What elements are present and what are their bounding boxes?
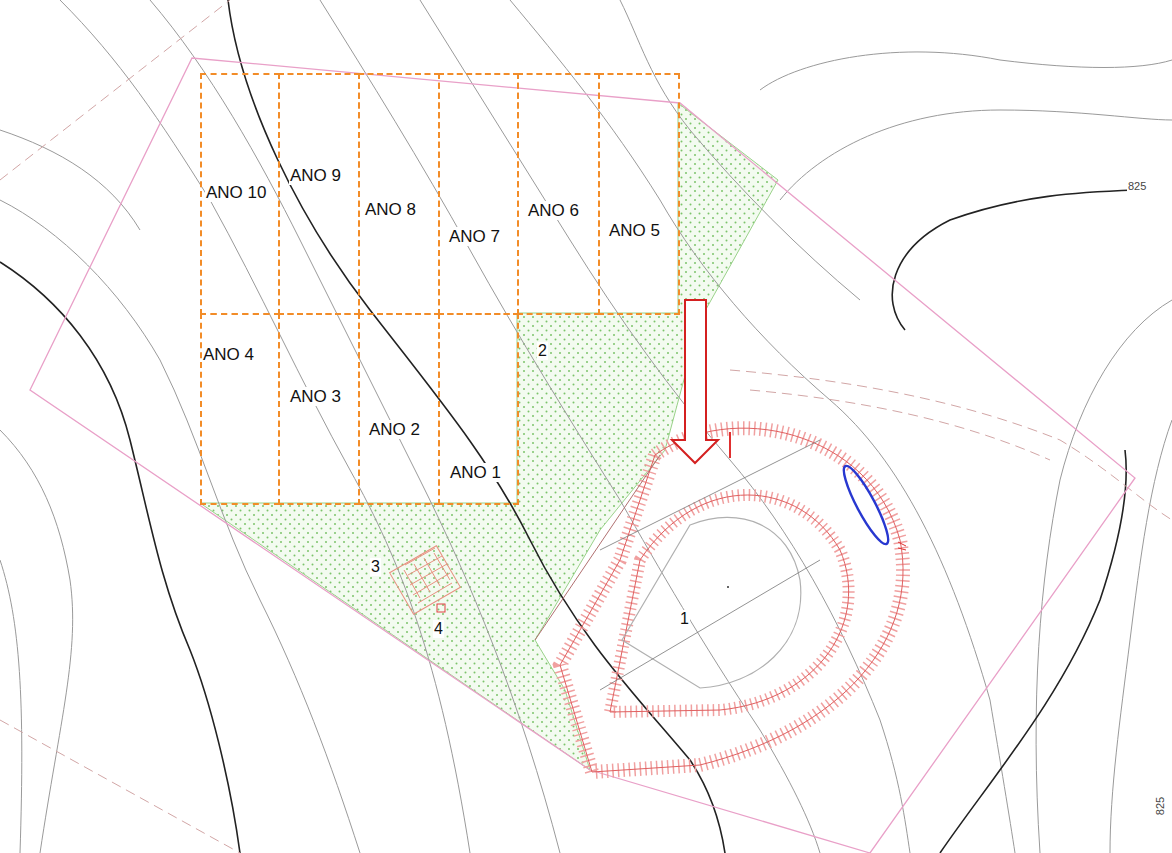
phase-label: ANO 3 — [289, 387, 342, 406]
phase-cell: ANO 10 — [200, 73, 280, 315]
phase-label: ANO 10 — [205, 183, 267, 202]
phase-cell: ANO 3 — [278, 313, 360, 505]
phase-cell: ANO 1 — [438, 313, 519, 505]
callout-number: 1 — [679, 610, 690, 628]
phase-cell: ANO 8 — [358, 73, 440, 315]
phase-label: ANO 1 — [449, 463, 502, 482]
phase-label: ANO 5 — [608, 221, 661, 240]
phase-label: ANO 8 — [364, 200, 417, 219]
callout-number: 2 — [537, 342, 548, 360]
contour-label: 825 — [1154, 796, 1166, 816]
phase-cell: ANO 6 — [517, 73, 600, 315]
phase-label: ANO 2 — [368, 420, 421, 439]
callout-number: 4 — [433, 620, 444, 638]
phase-label: ANO 9 — [289, 166, 342, 185]
phase-cell: ANO 9 — [278, 73, 360, 315]
callout-number: 3 — [370, 558, 381, 576]
phase-label: ANO 4 — [202, 345, 255, 364]
phase-cell: ANO 2 — [358, 313, 440, 505]
contour-label: 825 — [1127, 180, 1147, 192]
phase-cell: ANO 5 — [598, 73, 680, 315]
phase-cell: ANO 7 — [438, 73, 519, 315]
phase-label: ANO 7 — [448, 227, 501, 246]
phase-label: ANO 6 — [527, 201, 580, 220]
phase-cell: ANO 4 — [200, 313, 280, 505]
